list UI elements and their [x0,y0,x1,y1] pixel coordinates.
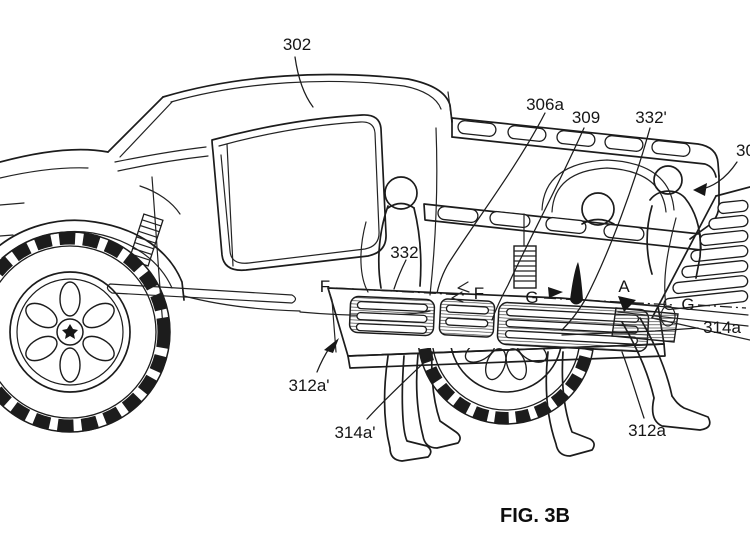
ref-label-309: 309 [572,108,600,127]
section-letter-f-right: F [474,284,484,303]
rear-step-pad [612,308,678,342]
section-letter-f-left: F [320,277,330,296]
section-letter-a: A [618,277,630,296]
hub-star [62,324,78,339]
step-pad-left [349,296,434,336]
figure-caption: FIG. 3B [500,505,570,527]
ref-label-314a-prime: 314a' [334,423,375,442]
section-letter-g-right: G [681,295,694,314]
truck-cab [0,75,452,326]
ref-label-312a-prime: 312a' [288,376,329,395]
bed-bench-rail [424,204,701,250]
ref-label-314a: 314a [703,318,741,337]
ref-label-332-mid: 332' [390,243,422,262]
arrowhead-312a-prime [324,338,339,353]
ref-label-30-clipped: 30 [736,141,750,160]
section-letter-g-left: G [525,288,538,307]
front-wheel [0,232,170,432]
step-pad-middle [439,299,495,338]
ref-label-306a: 306a [526,95,564,114]
ref-label-312a: 312a [628,421,666,440]
ref-label-332-upper: 332' [635,108,667,127]
ref-label-302: 302 [283,35,311,54]
